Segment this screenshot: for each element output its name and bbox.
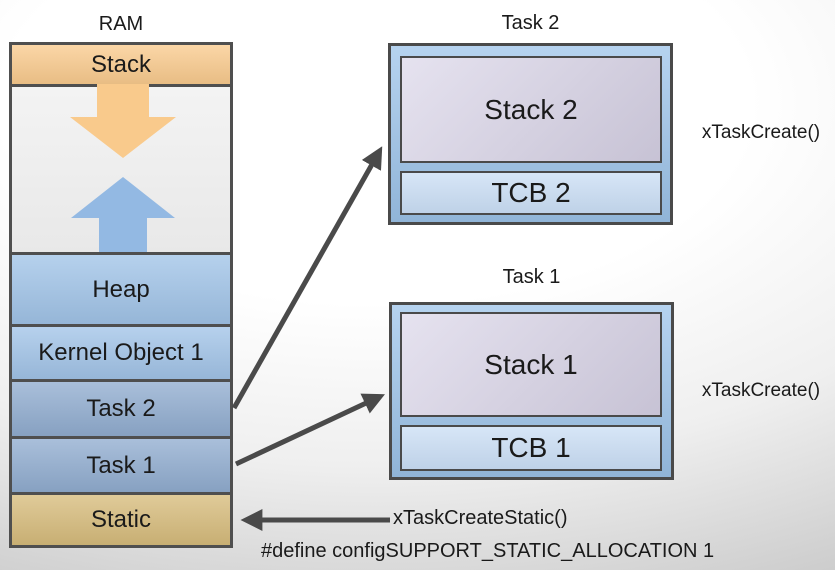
ram-section-task1-label: Task 1 xyxy=(86,451,156,479)
static-api-label: xTaskCreateStatic() xyxy=(393,507,568,529)
ram-section-task2: Task 2 xyxy=(12,379,230,436)
ram-section-static: Static xyxy=(12,492,230,545)
task1-stack-box: Stack 1 xyxy=(400,312,662,417)
ram-section-free-space xyxy=(12,84,230,252)
task1-box-title: Task 1 xyxy=(502,266,561,288)
arrow-task2-allocation xyxy=(231,146,383,410)
task2-api-label: xTaskCreate() xyxy=(701,122,821,143)
task1-tcb-label: TCB 1 xyxy=(491,432,571,463)
task1-tcb-box: TCB 1 xyxy=(400,425,662,471)
ram-memory-map: Stack Heap Kernel Object 1 Task 2 Task 1… xyxy=(9,42,233,548)
config-define-text: #define configSUPPORT_STATIC_ALLOCATION … xyxy=(261,540,715,562)
ram-section-heap: Heap xyxy=(12,252,230,324)
arrow-task1-allocation xyxy=(234,393,385,467)
task1-stack-label: Stack 1 xyxy=(484,348,578,380)
ram-section-kernel-object: Kernel Object 1 xyxy=(12,324,230,379)
ram-section-static-label: Static xyxy=(90,506,152,533)
ram-title: RAM xyxy=(98,13,144,35)
task2-box: Stack 2 TCB 2 xyxy=(388,43,673,225)
ram-section-stack-label: Stack xyxy=(90,50,152,78)
task2-stack-label: Stack 2 xyxy=(484,93,578,125)
task2-stack-box: Stack 2 xyxy=(400,56,662,163)
ram-section-task1: Task 1 xyxy=(12,436,230,492)
task2-tcb-label: TCB 2 xyxy=(491,177,571,208)
ram-section-stack: Stack xyxy=(12,45,230,84)
ram-section-kernel-object-label: Kernel Object 1 xyxy=(38,339,204,366)
task1-box: Stack 1 TCB 1 xyxy=(389,302,674,480)
ram-section-heap-label: Heap xyxy=(92,275,150,303)
task2-tcb-box: TCB 2 xyxy=(400,171,662,215)
task2-box-title: Task 2 xyxy=(501,12,560,34)
task1-api-label: xTaskCreate() xyxy=(701,380,821,401)
ram-section-task2-label: Task 2 xyxy=(86,395,156,422)
